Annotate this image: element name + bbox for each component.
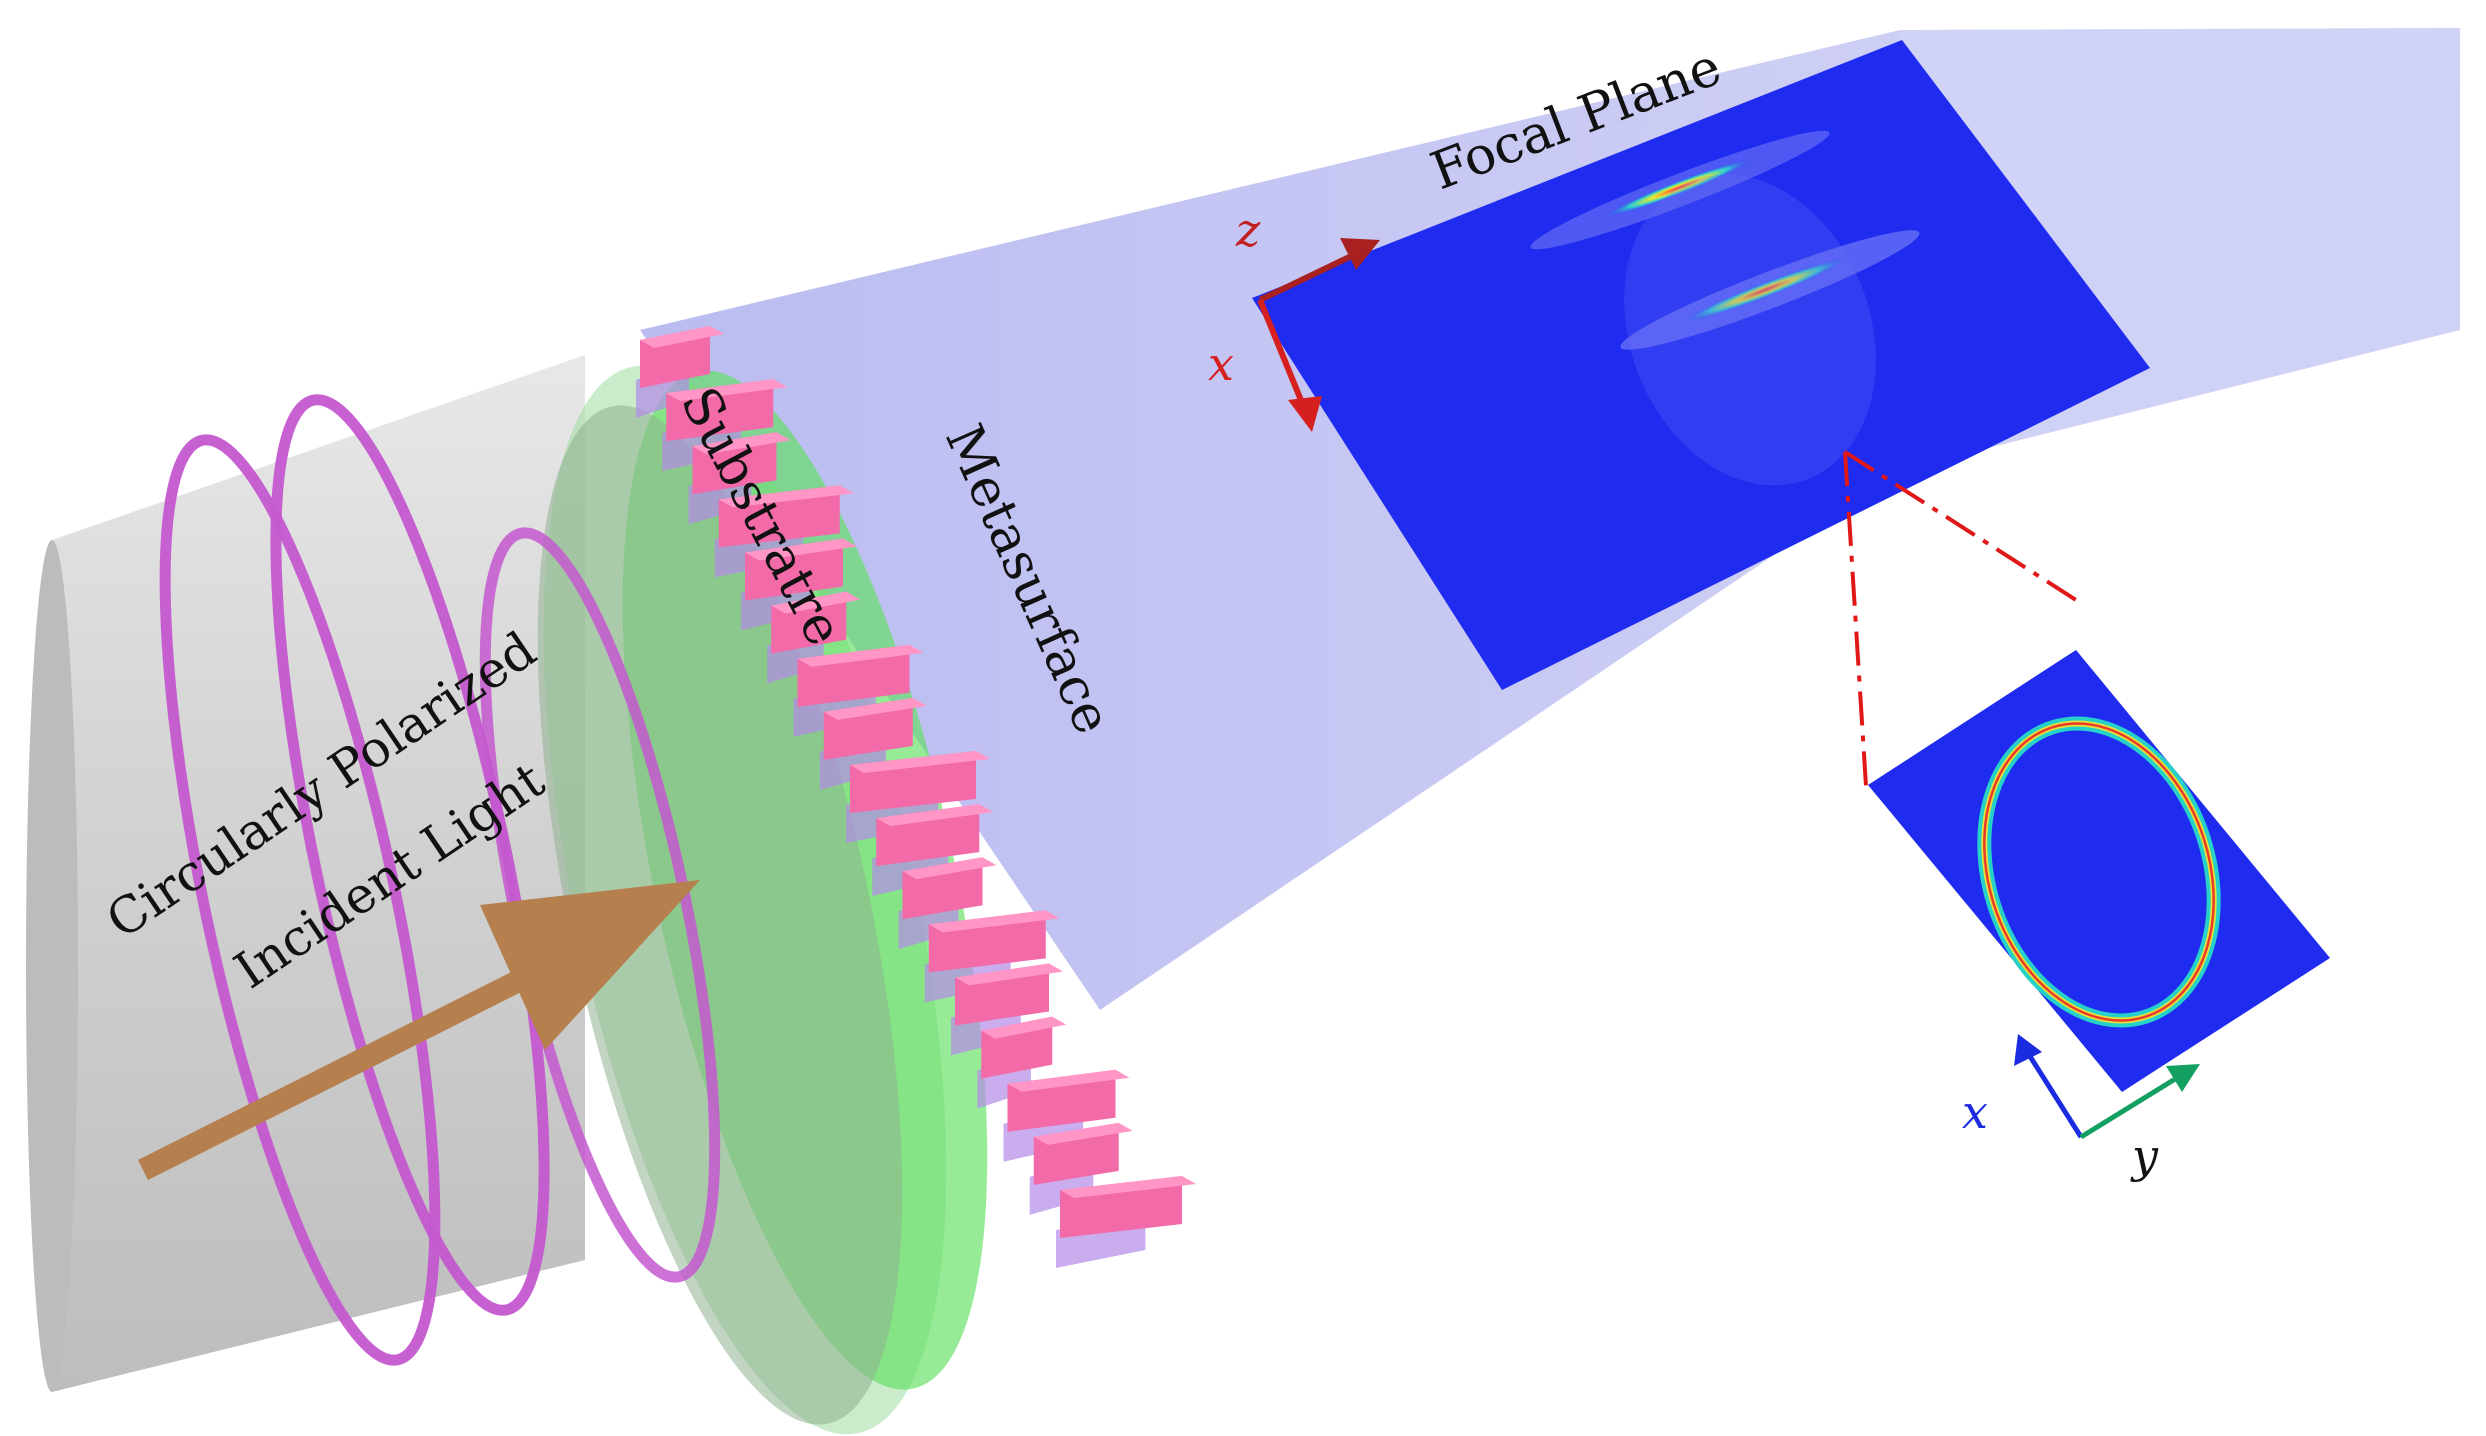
- metasurface-pillars: [636, 326, 1196, 1268]
- pillar-top: [745, 538, 857, 561]
- pillar-top: [692, 432, 791, 455]
- substrate-disk: [537, 365, 988, 1435]
- axis-z-label: z: [1235, 203, 1261, 257]
- inset-axis-y-label: y: [2130, 1129, 2159, 1183]
- helix-loop: [159, 434, 441, 1366]
- pillar-top: [928, 910, 1060, 933]
- zoom-lines: [1843, 450, 2078, 787]
- pillar: [924, 910, 1060, 1003]
- pillar-top: [981, 1016, 1067, 1039]
- pillar-top: [797, 644, 924, 667]
- pillar: [741, 538, 857, 631]
- pillar-top: [876, 804, 994, 827]
- pillar-top: [718, 485, 854, 508]
- inset-axis-x-label: x: [1962, 1085, 1988, 1139]
- pillar-top: [666, 379, 788, 402]
- inset-axes: x y: [1962, 1034, 2200, 1183]
- pillar-top: [902, 857, 997, 880]
- inset-plane: [1868, 650, 2330, 1092]
- pillar-top: [771, 591, 861, 614]
- pillar: [1056, 1176, 1196, 1268]
- pillar-top: [955, 963, 1063, 986]
- pillar-top: [1060, 1176, 1196, 1198]
- pillar: [846, 751, 990, 843]
- axis-x-label: x: [1208, 337, 1234, 391]
- arrow-icon: [138, 880, 700, 1180]
- pillar-top: [823, 697, 927, 720]
- focal-axes: z x: [1208, 203, 1380, 432]
- pillar-top: [1033, 1122, 1133, 1145]
- pillar: [714, 485, 854, 578]
- pillar-top: [850, 751, 990, 773]
- pillar-top: [640, 326, 724, 348]
- pillar: [767, 591, 861, 684]
- focal-plane: [1252, 40, 2150, 690]
- pillar-top: [1007, 1069, 1130, 1092]
- pillar: [1003, 1069, 1130, 1162]
- pillar: [793, 644, 924, 737]
